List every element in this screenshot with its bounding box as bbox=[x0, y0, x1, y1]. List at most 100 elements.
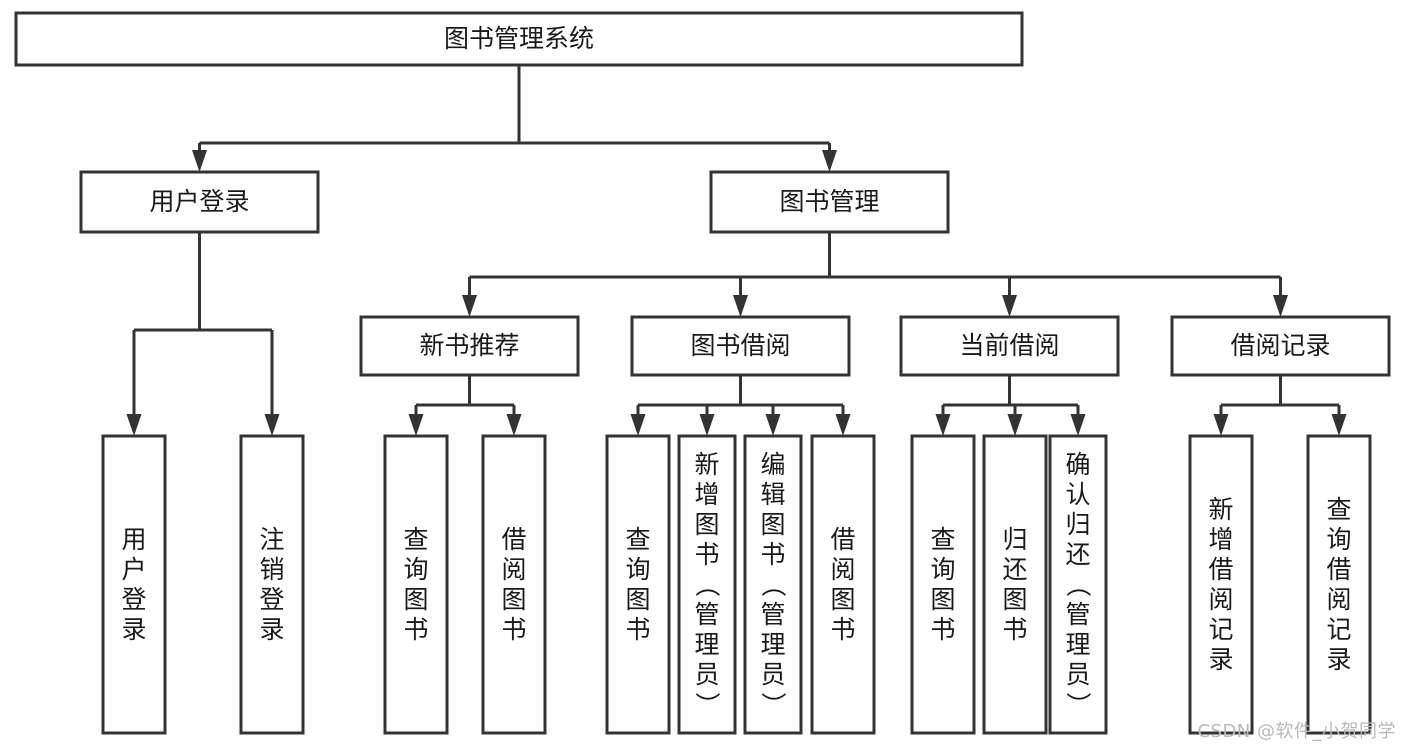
node-box bbox=[239, 434, 305, 735]
svg-text:新: 新 bbox=[694, 450, 719, 479]
svg-text:还: 还 bbox=[1065, 540, 1090, 569]
node-root-system[interactable]: 图书管理系统 bbox=[14, 11, 1024, 67]
svg-text:书: 书 bbox=[501, 615, 526, 644]
svg-text:归: 归 bbox=[1002, 525, 1027, 554]
svg-text:（: （ bbox=[1064, 572, 1093, 597]
svg-text:理: 理 bbox=[694, 630, 719, 659]
node-box bbox=[1048, 434, 1108, 735]
svg-text:管: 管 bbox=[760, 600, 785, 629]
svg-text:借: 借 bbox=[501, 525, 526, 554]
node-box bbox=[1306, 434, 1372, 735]
svg-text:认: 认 bbox=[1065, 480, 1090, 509]
svg-text:图: 图 bbox=[830, 585, 855, 614]
svg-text:书: 书 bbox=[930, 615, 955, 644]
svg-text:询: 询 bbox=[403, 555, 428, 584]
node-user-login[interactable]: 用户登录 bbox=[79, 170, 320, 234]
svg-text:阅: 阅 bbox=[1208, 585, 1233, 614]
node-borrow-record[interactable]: 借阅记录 bbox=[1170, 315, 1391, 377]
node-label: 用户登录 bbox=[121, 525, 146, 644]
svg-text:书: 书 bbox=[760, 540, 785, 569]
svg-text:员: 员 bbox=[1065, 660, 1090, 689]
svg-text:还: 还 bbox=[1002, 555, 1027, 584]
node-book-borrow[interactable]: 图书借阅 bbox=[630, 315, 851, 377]
node-leaf-user-login[interactable]: 用户登录 bbox=[101, 434, 167, 735]
svg-text:书: 书 bbox=[1002, 615, 1027, 644]
node-label: 图书借阅 bbox=[690, 331, 790, 360]
svg-text:图: 图 bbox=[501, 585, 526, 614]
node-label: 借阅记录 bbox=[1230, 331, 1330, 360]
node-box bbox=[481, 434, 547, 735]
node-label: 用户登录 bbox=[149, 187, 249, 216]
svg-text:户: 户 bbox=[121, 555, 146, 584]
svg-text:注: 注 bbox=[259, 525, 284, 554]
node-label: 当前借阅 bbox=[959, 331, 1059, 360]
node-new-book-recommend[interactable]: 新书推荐 bbox=[359, 315, 580, 377]
svg-text:图: 图 bbox=[760, 510, 785, 539]
svg-text:图: 图 bbox=[625, 585, 650, 614]
svg-text:员: 员 bbox=[694, 660, 719, 689]
svg-text:询: 询 bbox=[930, 555, 955, 584]
svg-text:）: ） bbox=[693, 692, 722, 717]
node-box bbox=[910, 434, 976, 735]
node-box bbox=[1188, 434, 1254, 735]
svg-text:录: 录 bbox=[1208, 645, 1233, 674]
svg-text:记: 记 bbox=[1208, 615, 1233, 644]
svg-text:登: 登 bbox=[121, 585, 146, 614]
svg-text:录: 录 bbox=[1326, 645, 1351, 674]
svg-text:用: 用 bbox=[121, 525, 146, 554]
svg-text:查: 查 bbox=[403, 525, 428, 554]
svg-text:借: 借 bbox=[830, 525, 855, 554]
node-box bbox=[630, 315, 851, 377]
node-layer: 图书管理系统用户登录图书管理新书推荐图书借阅当前借阅借阅记录用户登录注销登录查询… bbox=[14, 11, 1391, 735]
svg-text:询: 询 bbox=[1326, 525, 1351, 554]
svg-text:书: 书 bbox=[403, 615, 428, 644]
svg-text:辑: 辑 bbox=[760, 480, 785, 509]
svg-text:理: 理 bbox=[760, 630, 785, 659]
node-book-manage[interactable]: 图书管理 bbox=[709, 170, 950, 234]
svg-text:图: 图 bbox=[403, 585, 428, 614]
svg-text:询: 询 bbox=[625, 555, 650, 584]
svg-text:）: ） bbox=[759, 692, 788, 717]
svg-text:销: 销 bbox=[259, 555, 284, 584]
svg-text:（: （ bbox=[693, 572, 722, 597]
node-current-borrow[interactable]: 当前借阅 bbox=[899, 315, 1120, 377]
svg-text:图: 图 bbox=[694, 510, 719, 539]
svg-text:管: 管 bbox=[694, 600, 719, 629]
svg-text:登: 登 bbox=[259, 585, 284, 614]
svg-text:图: 图 bbox=[1002, 585, 1027, 614]
svg-text:确: 确 bbox=[1065, 450, 1090, 479]
svg-text:借: 借 bbox=[1326, 555, 1351, 584]
svg-text:书: 书 bbox=[830, 615, 855, 644]
svg-text:录: 录 bbox=[259, 615, 284, 644]
svg-text:（: （ bbox=[759, 572, 788, 597]
svg-text:归: 归 bbox=[1065, 510, 1090, 539]
svg-text:查: 查 bbox=[625, 525, 650, 554]
svg-text:借: 借 bbox=[1208, 555, 1233, 584]
svg-text:理: 理 bbox=[1065, 630, 1090, 659]
